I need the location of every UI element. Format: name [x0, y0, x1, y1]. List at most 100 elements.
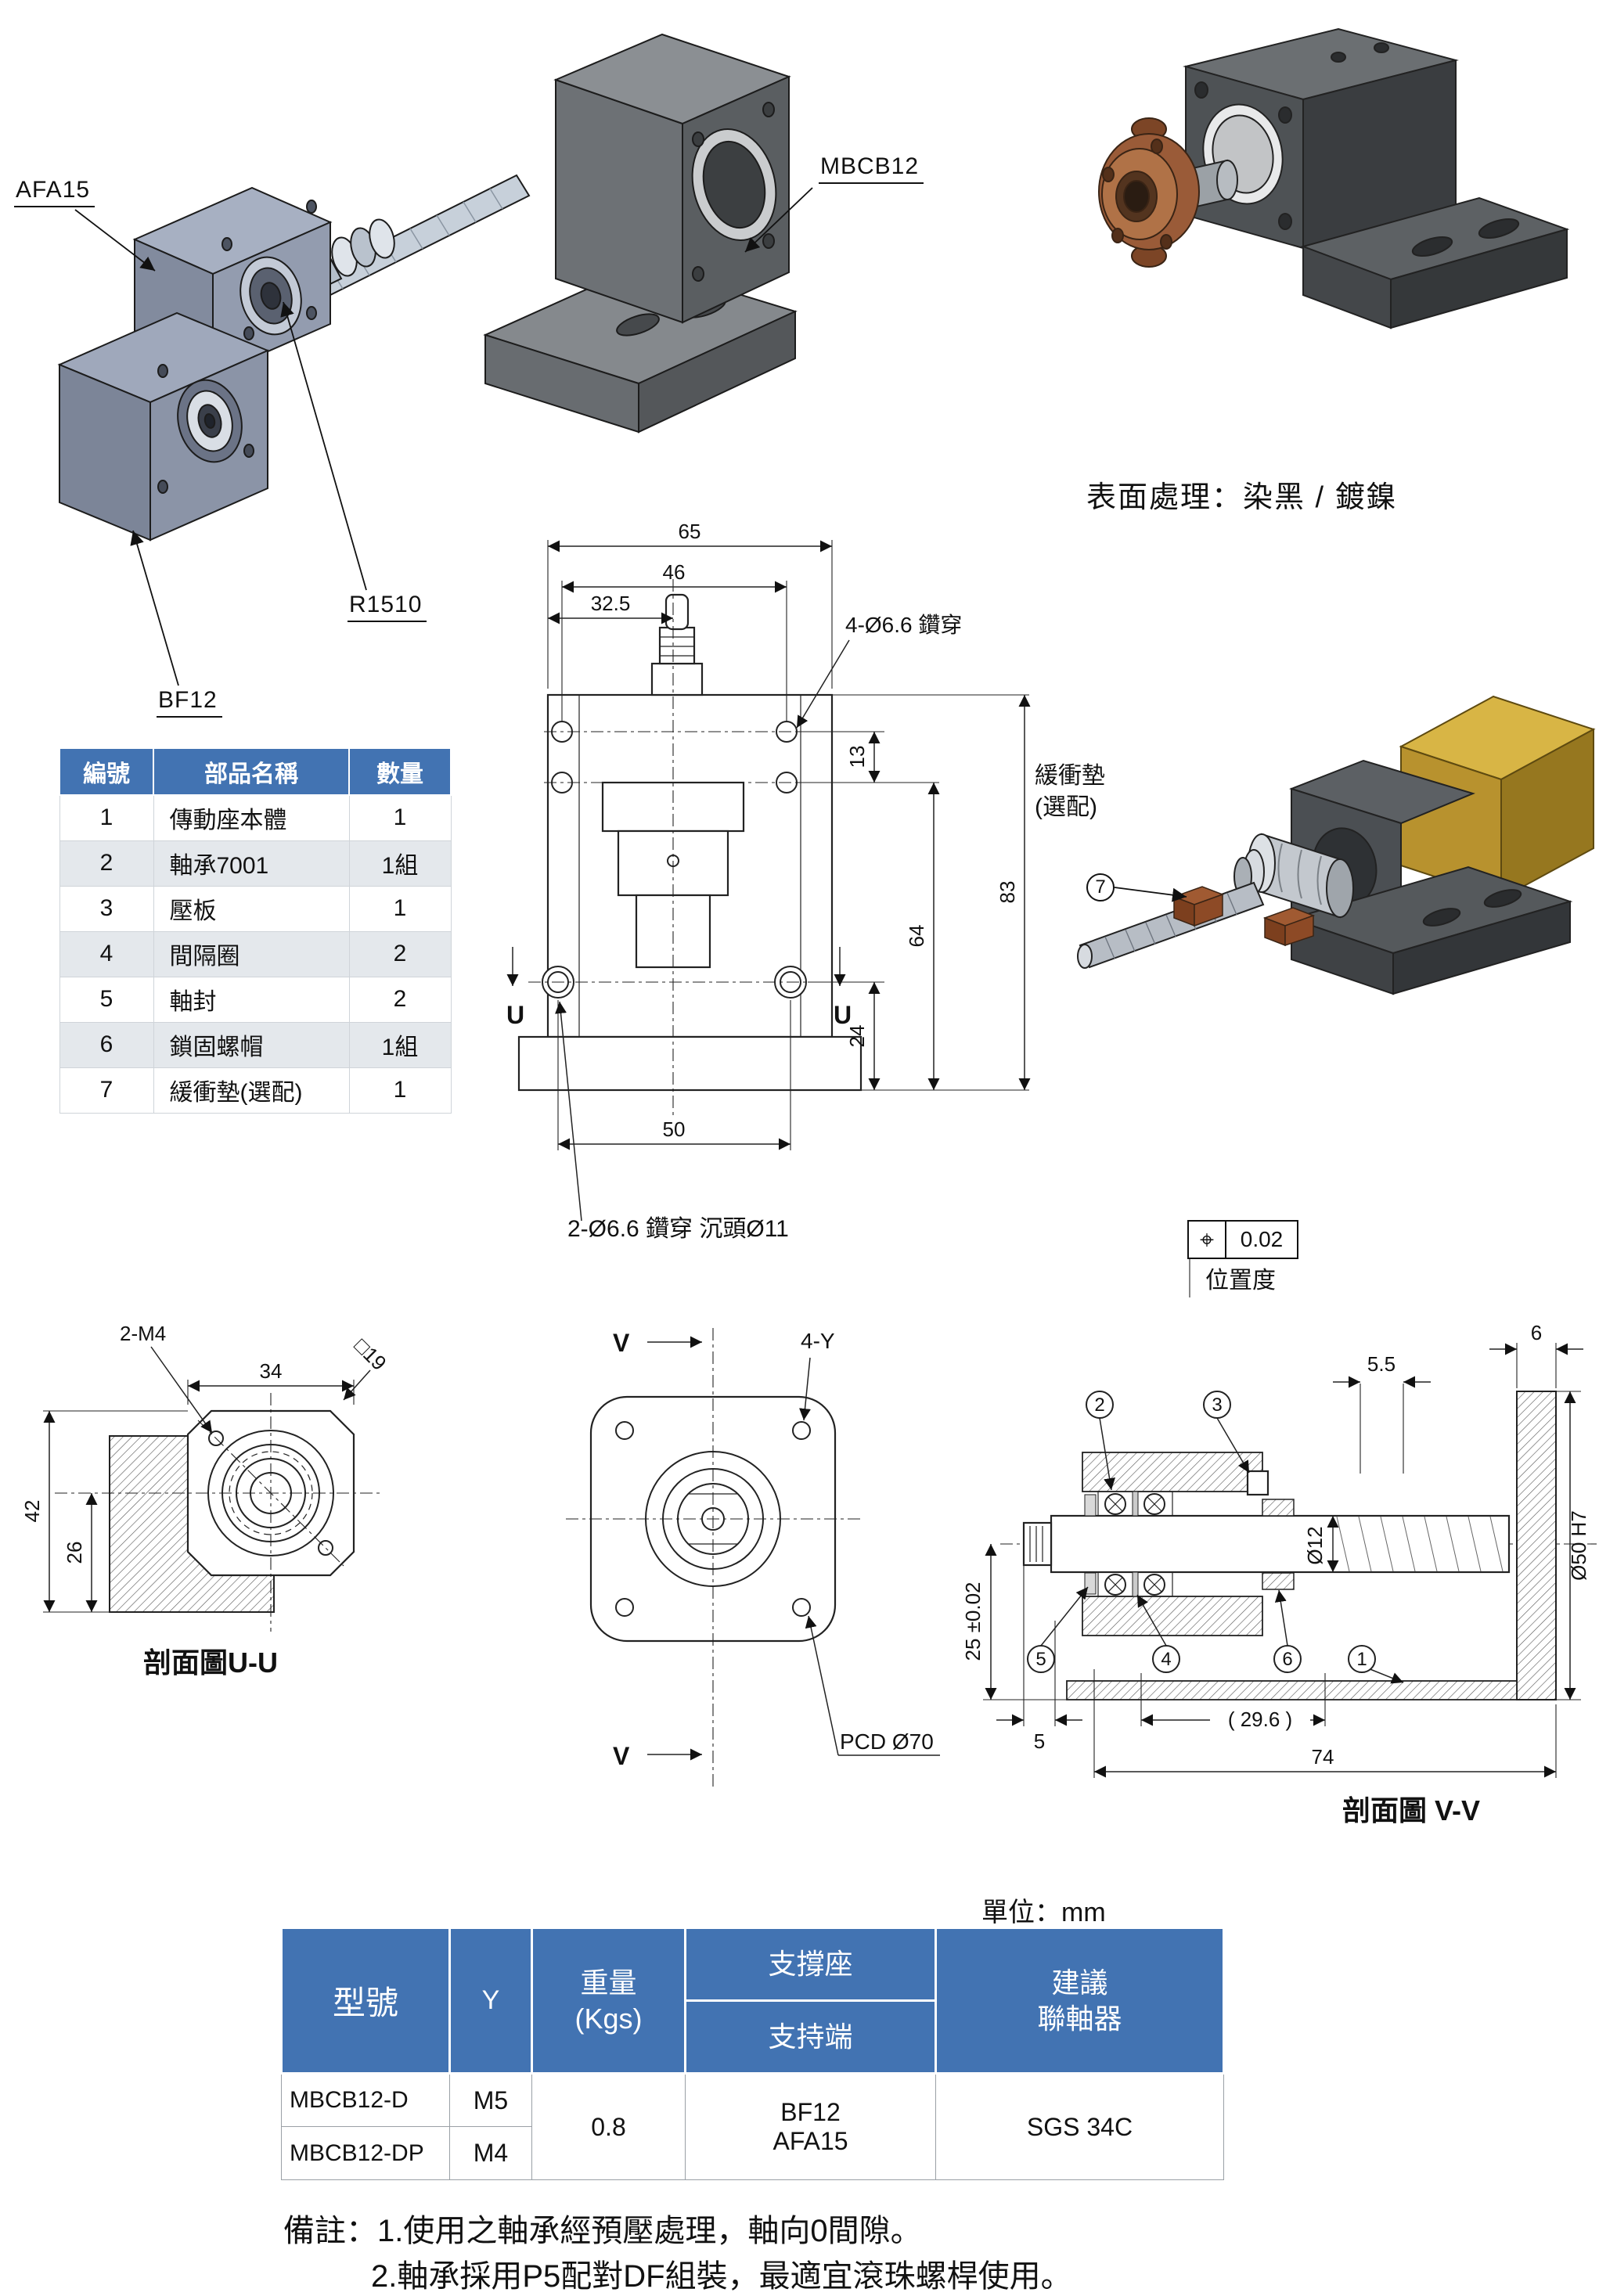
- dim-dia12: Ø12: [1303, 1526, 1327, 1564]
- spec-coupling-value: SGS 34C: [935, 2073, 1224, 2180]
- spec-col-y: Y: [448, 1927, 533, 2075]
- dim-46: 46: [663, 560, 686, 584]
- dim-pcd: PCD Ø70: [840, 1729, 934, 1754]
- motor-render: [1399, 695, 1596, 900]
- dim-6: 6: [1531, 1321, 1542, 1344]
- part-name: 軸封: [153, 976, 350, 1023]
- dim-5: 5: [1034, 1729, 1045, 1753]
- part-name: 緩衝墊(選配): [153, 1067, 350, 1114]
- dim-25: 25 ±0.02: [961, 1582, 985, 1661]
- balloon-3: 3: [1212, 1395, 1222, 1416]
- spec-body-row-1: MBCB12-D M5 0.8 BF12 AFA15 SGS 34C: [281, 2073, 1224, 2180]
- parts-col-no: 編號: [59, 747, 154, 796]
- buffer-pad-label-line1: 緩衝墊: [1035, 763, 1105, 789]
- view-v-annotations: V V 4-Y PCD Ø70: [613, 1329, 940, 1770]
- part-name: 軸承7001: [153, 840, 350, 887]
- spec-col-support-top: 支撐座: [684, 1927, 937, 2002]
- dim-83: 83: [996, 881, 1019, 904]
- bf12-unit: [57, 311, 270, 542]
- section-uu-outline: [55, 1393, 380, 1632]
- balloon-4: 4: [1161, 1649, 1171, 1670]
- part-qty: 1: [348, 1067, 452, 1114]
- part-qty: 1: [348, 794, 452, 841]
- note-line-1: 備註：1.使用之軸承經預壓處理，軸向0間隙。: [283, 2214, 922, 2248]
- spec-support-line2: AFA15: [772, 2127, 848, 2155]
- spec-col-weight-line2: (Kgs): [574, 2002, 643, 2035]
- dim-4y: 4-Y: [801, 1329, 835, 1353]
- front-view-outline: [517, 579, 863, 1119]
- part-qty: 1: [348, 885, 452, 932]
- copper-nut-render: [1098, 117, 1238, 268]
- dim-13: 13: [845, 746, 869, 768]
- section-u-left: U: [506, 1001, 524, 1029]
- label-bf12: BF12: [157, 687, 222, 718]
- table-row: 5 軸封 2: [59, 976, 452, 1023]
- section-vv-balloons: 2 3 5 4 6 1: [1027, 1391, 1404, 1684]
- bracket-render: [1183, 27, 1570, 329]
- section-v-bottom: V: [613, 1742, 630, 1770]
- exploded-view-drawing: [57, 33, 813, 686]
- spec-body-row-2: MBCB12-DP M4: [281, 2126, 1224, 2180]
- mbcb12-bracket: [483, 33, 798, 434]
- dim-2-holes: 2-Ø6.6 鑽穿 沉頭Ø11: [567, 1216, 789, 1242]
- part-name: 鎖固螺帽: [153, 1021, 350, 1068]
- balloon-2: 2: [1094, 1395, 1104, 1416]
- spec-table: 型號 Y 重量 (Kgs) 支撐座 建議 聯軸器 支持端 MBCB12-D M5…: [280, 1927, 1225, 2180]
- section-u-right: U: [834, 1001, 852, 1029]
- part-qty: 2: [348, 976, 452, 1023]
- section-vv-title: 剖面圖 V-V: [1342, 1794, 1480, 1826]
- table-row: 7 緩衝墊(選配) 1: [59, 1067, 452, 1114]
- spec-col-support-bottom: 支持端: [684, 1999, 937, 2075]
- section-vv-drawing: ⌖ 0.02 位置度: [961, 1220, 1597, 1826]
- dim-24: 24: [845, 1025, 869, 1048]
- label-afa15: AFA15: [14, 177, 95, 207]
- part-no: 3: [59, 885, 154, 932]
- view-v-drawing: V V 4-Y PCD Ø70: [566, 1328, 940, 1787]
- dim-64: 64: [905, 925, 928, 948]
- tolerance-label: 位置度: [1205, 1268, 1276, 1294]
- part-no: 4: [59, 930, 154, 977]
- balloon7-leader: [1114, 887, 1187, 902]
- dim-5-5: 5.5: [1367, 1352, 1396, 1376]
- label-r1510: R1510: [348, 592, 427, 622]
- parts-table-header: 編號 部品名稱 數量: [59, 747, 452, 796]
- label-leader-lines: [74, 187, 813, 686]
- part-no: 5: [59, 976, 154, 1023]
- buffer-pad-label-line2: (選配): [1035, 794, 1097, 820]
- dim-4-holes: 4-Ø6.6 鑽穿: [845, 613, 962, 637]
- balloon-6: 6: [1282, 1649, 1292, 1670]
- part-name: 間隔圈: [153, 930, 350, 977]
- spec-header-row-1: 型號 Y 重量 (Kgs) 支撐座 建議 聯軸器: [280, 1927, 1225, 2075]
- section-v-top: V: [613, 1329, 630, 1357]
- part-qty: 1組: [348, 1021, 452, 1068]
- coupling-render: [1233, 833, 1354, 919]
- table-row: 6 鎖固螺帽 1組: [59, 1021, 452, 1068]
- spec-y-1: M5: [449, 2073, 532, 2127]
- table-row: 4 間隔圈 2: [59, 930, 452, 977]
- dim-34: 34: [260, 1359, 283, 1383]
- spec-header-row-2: 支持端: [282, 1999, 1224, 2075]
- section-vv-outline: [1000, 1391, 1597, 1700]
- balloon-5: 5: [1035, 1649, 1046, 1670]
- dim-sq19: □19: [350, 1333, 391, 1375]
- balloon-7: 7: [1086, 873, 1115, 901]
- dim-29-6: ( 29.6 ): [1228, 1708, 1292, 1731]
- section-vv-dimensions: 5.5 6 Ø12 Ø50 H7 25 ±0.02 5 ( 29.6 ): [961, 1321, 1590, 1778]
- render-buffer-pad: [1077, 695, 1596, 995]
- part-no: 2: [59, 840, 154, 887]
- parts-table: 編號 部品名稱 數量 1 傳動座本體 1 2 軸承7001 1組 3 壓板 1 …: [59, 747, 452, 1114]
- spec-weight-value: 0.8: [531, 2073, 686, 2180]
- section-uu-title: 剖面圖U-U: [143, 1646, 278, 1679]
- label-mbcb12: MBCB12: [819, 153, 924, 184]
- spec-col-weight-line1: 重量: [580, 1966, 637, 1999]
- front-view-drawing: 65 46 32.5 4-Ø6.6 鑽穿 13 83 64 24: [506, 520, 1031, 1242]
- tolerance-symbol-icon: ⌖: [1200, 1225, 1214, 1254]
- table-row: 1 傳動座本體 1: [59, 794, 452, 841]
- front-view-dimensions: 65 46 32.5 4-Ø6.6 鑽穿 13 83 64 24: [506, 520, 1031, 1242]
- dim-2m4: 2-M4: [120, 1322, 166, 1345]
- render-surface-finish: [1098, 27, 1570, 329]
- part-name: 傳動座本體: [153, 794, 350, 841]
- tolerance-value: 0.02: [1241, 1227, 1284, 1251]
- part-qty: 2: [348, 930, 452, 977]
